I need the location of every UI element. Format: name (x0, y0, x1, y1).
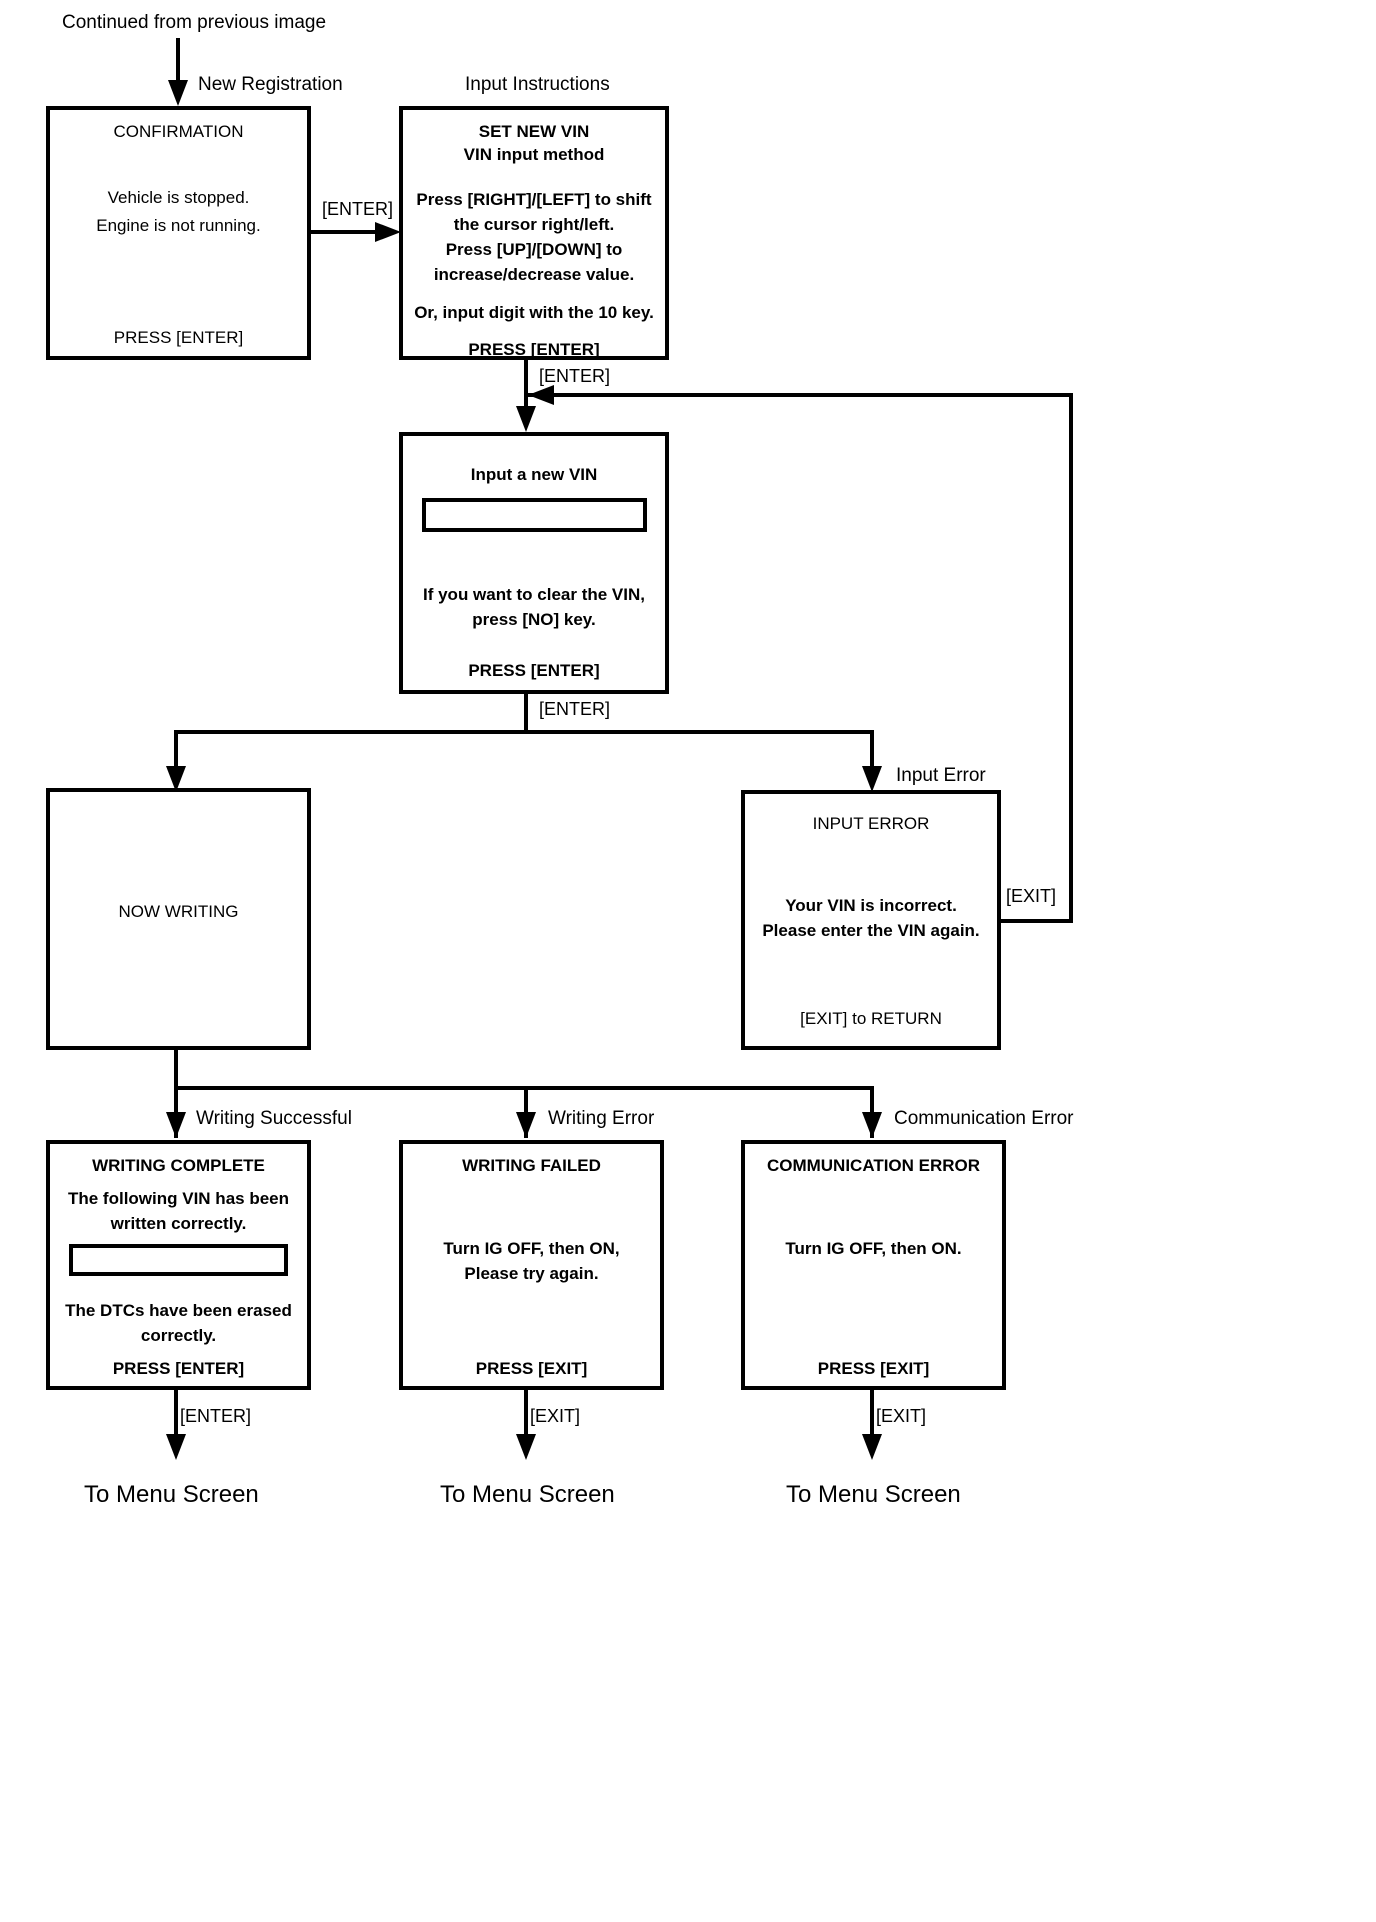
edge-label-enter-to-vin-input: [ENTER] (539, 366, 611, 386)
connector-complete-to-menu (174, 1390, 178, 1452)
connector-vin-input-branch-bus (174, 730, 874, 734)
writing-complete-line-4: correctly. (140, 1326, 217, 1345)
connector-branch-to-now-writing (174, 730, 178, 782)
caption-new-registration: New Registration (198, 74, 343, 95)
connector-failed-to-menu (524, 1390, 528, 1452)
arrowhead-error-loop-return (528, 385, 554, 405)
connector-error-loop-exit-stub (997, 919, 1073, 923)
edge-label-writing-error: Writing Error (548, 1108, 655, 1129)
arrowhead-branch-to-now-writing (166, 766, 186, 792)
box-writing-complete: WRITING COMPLETE The following VIN has b… (46, 1140, 311, 1390)
box-input-new-vin: Input a new VIN If you want to clear the… (399, 432, 669, 694)
arrowhead-comm-error-to-menu (862, 1434, 882, 1460)
set-new-vin-title: SET NEW VIN (478, 122, 590, 141)
arrowhead-instructions-to-vin-input (516, 406, 536, 432)
writing-complete-line-2: written correctly. (110, 1214, 247, 1233)
edge-label-exit-failed: [EXIT] (530, 1406, 581, 1426)
writing-failed-footer: PRESS [EXIT] (475, 1359, 588, 1378)
edge-label-communication-error: Communication Error (894, 1108, 1074, 1129)
writing-failed-line-2: Please try again. (464, 1264, 599, 1283)
connector-comm-error-to-menu (870, 1390, 874, 1452)
edge-label-exit-loop-back: [EXIT] (1006, 886, 1057, 906)
box-confirmation: CONFIRMATION Vehicle is stopped. Engine … (46, 106, 311, 360)
vin-input-field[interactable] (422, 498, 647, 532)
caption-input-instructions: Input Instructions (465, 74, 610, 95)
arrowhead-writing-successful (166, 1112, 186, 1138)
set-new-vin-line-4: increase/decrease value. (433, 265, 635, 284)
input-error-line-2: Please enter the VIN again. (762, 921, 980, 940)
arrowhead-branch-to-input-error (862, 766, 882, 792)
box-now-writing: NOW WRITING (46, 788, 311, 1050)
input-new-vin-title: Input a new VIN (470, 465, 598, 484)
input-new-vin-line-1: If you want to clear the VIN, (423, 585, 645, 604)
set-new-vin-note: Or, input digit with the 10 key. (414, 303, 654, 322)
input-error-title: INPUT ERROR (812, 814, 930, 833)
terminal-to-menu-screen-2: To Menu Screen (440, 1481, 615, 1508)
input-error-footer: [EXIT] to RETURN (800, 1009, 942, 1028)
writing-complete-line-1: The following VIN has been (67, 1189, 290, 1208)
edge-label-enter-to-instructions: [ENTER] (322, 199, 394, 219)
arrowhead-communication-error (862, 1112, 882, 1138)
set-new-vin-line-1: Press [RIGHT]/[LEFT] to shift (416, 190, 652, 209)
box-writing-failed: WRITING FAILED Turn IG OFF, then ON, Ple… (399, 1140, 664, 1390)
set-new-vin-subtitle: VIN input method (463, 145, 605, 164)
writing-complete-line-3: The DTCs have been erased (65, 1301, 292, 1320)
terminal-to-menu-screen-3: To Menu Screen (786, 1481, 961, 1508)
communication-error-title: COMMUNICATION ERROR (766, 1156, 981, 1175)
terminal-to-menu-screen-1: To Menu Screen (84, 1481, 259, 1508)
edge-label-exit-comm-error: [EXIT] (876, 1406, 927, 1426)
connector-instructions-to-vin-input (524, 360, 528, 420)
connector-branch-to-input-error (870, 730, 874, 782)
connector-now-writing-down (174, 1050, 178, 1090)
confirmation-line-2: Engine is not running. (96, 216, 261, 235)
writing-failed-title: WRITING FAILED (462, 1156, 601, 1175)
connector-error-loop-vertical (1069, 393, 1073, 923)
edge-label-enter-from-vin-input: [ENTER] (539, 699, 611, 719)
caption-input-error: Input Error (896, 765, 986, 786)
input-new-vin-footer: PRESS [ENTER] (468, 661, 600, 680)
confirmation-title: CONFIRMATION (113, 122, 244, 141)
edge-label-enter-complete: [ENTER] (180, 1406, 252, 1426)
set-new-vin-line-2: the cursor right/left. (453, 215, 615, 234)
communication-error-footer: PRESS [EXIT] (817, 1359, 930, 1378)
arrowhead-writing-error (516, 1112, 536, 1138)
box-input-error: INPUT ERROR Your VIN is incorrect. Pleas… (741, 790, 1001, 1050)
set-new-vin-line-3: Press [UP]/[DOWN] to (445, 240, 623, 259)
box-set-new-vin: SET NEW VIN VIN input method Press [RIGH… (399, 106, 669, 360)
input-new-vin-line-2: press [NO] key. (472, 610, 596, 629)
confirmation-line-1: Vehicle is stopped. (107, 188, 250, 207)
writing-complete-footer: PRESS [ENTER] (112, 1359, 245, 1378)
continued-from-previous-note: Continued from previous image (62, 12, 327, 33)
writing-failed-line-1: Turn IG OFF, then ON, (443, 1239, 620, 1258)
now-writing-title: NOW WRITING (118, 902, 239, 921)
edge-label-writing-successful: Writing Successful (196, 1108, 352, 1129)
connector-vin-input-down (524, 694, 528, 734)
communication-error-line-1: Turn IG OFF, then ON. (785, 1239, 962, 1258)
writing-complete-vin-field (69, 1244, 288, 1276)
arrowhead-top-to-confirmation (168, 80, 188, 106)
confirmation-footer: PRESS [ENTER] (113, 328, 244, 347)
connector-confirmation-to-instructions (311, 230, 381, 234)
input-error-line-1: Your VIN is incorrect. (785, 896, 957, 915)
connector-top-to-confirmation (176, 38, 180, 88)
set-new-vin-footer: PRESS [ENTER] (468, 340, 600, 359)
arrowhead-confirmation-to-instructions (375, 222, 401, 242)
writing-complete-title: WRITING COMPLETE (92, 1156, 265, 1175)
box-communication-error: COMMUNICATION ERROR Turn IG OFF, then ON… (741, 1140, 1006, 1390)
arrowhead-failed-to-menu (516, 1434, 536, 1460)
connector-error-loop-horizontal (528, 393, 1073, 397)
arrowhead-complete-to-menu (166, 1434, 186, 1460)
